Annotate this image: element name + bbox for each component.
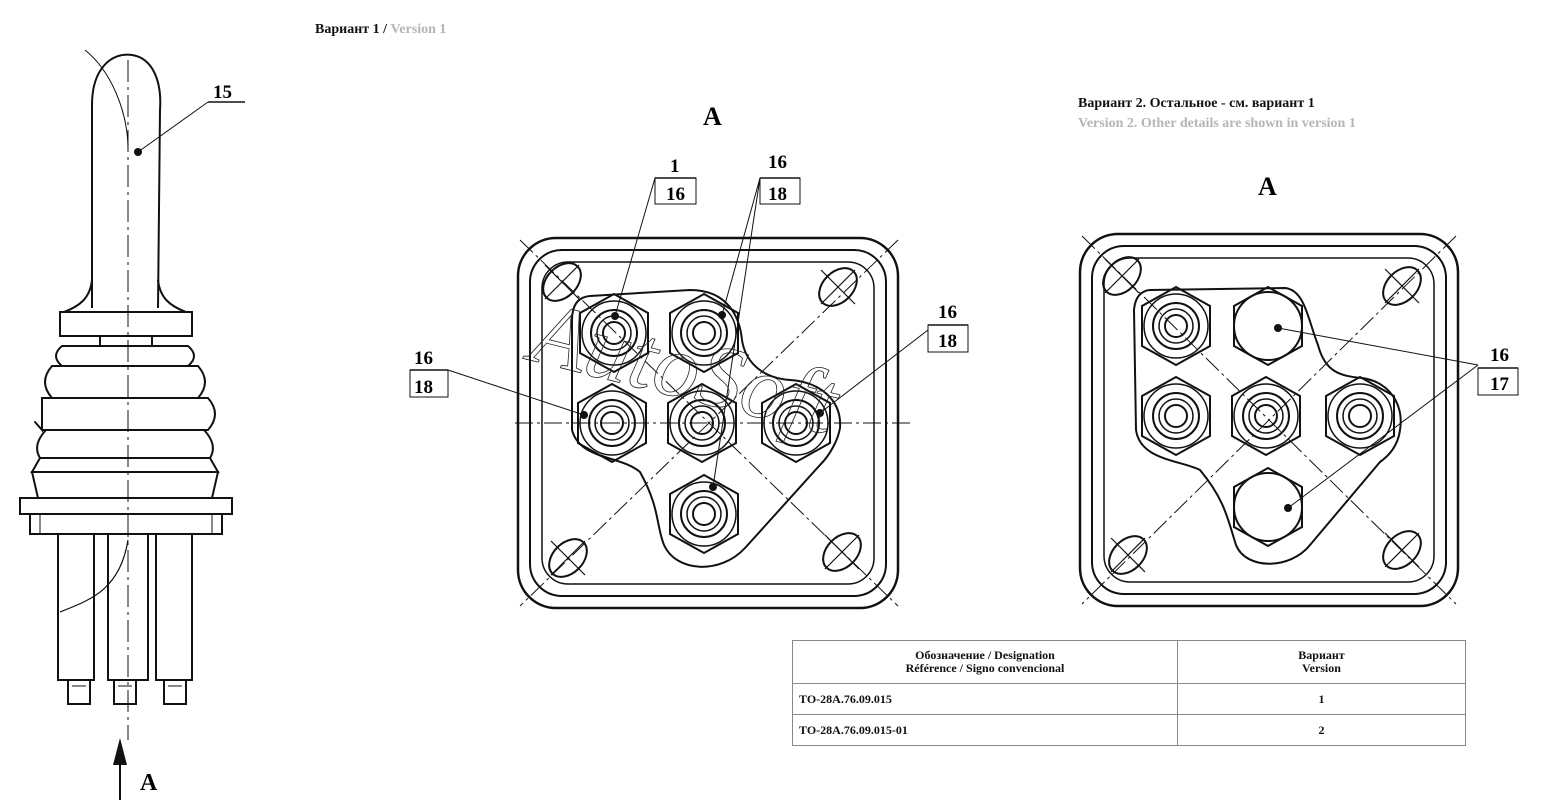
variant1-title-ru: Вариант 1 / <box>315 22 391 37</box>
table-header-row: Обозначение / Designation Référence / Si… <box>792 640 1466 684</box>
callout-16-top-label: 16 <box>768 152 787 173</box>
designation-cell: ТО-28А.76.09.015 <box>792 683 1178 715</box>
table-row: ТО-28А.76.09.015 1 <box>792 683 1466 715</box>
variant2-title-en: Version 2. Other details are shown in ve… <box>1078 116 1356 131</box>
designation-table: Обозначение / Designation Référence / Si… <box>792 640 1466 746</box>
version-header: Вариант Version <box>1177 640 1466 684</box>
callout-18-top-label: 18 <box>768 184 787 205</box>
callout-16-left-label: 16 <box>414 348 433 369</box>
variant1-title: Вариант 1 / Version 1 <box>315 22 446 38</box>
designation-cell: ТО-28А.76.09.015-01 <box>792 714 1178 746</box>
callout-16-right-label: 16 <box>938 302 957 323</box>
joystick-side-view <box>19 49 233 740</box>
version-cell: 2 <box>1177 714 1466 746</box>
version-cell: 1 <box>1177 683 1466 715</box>
handle-outline <box>91 53 162 309</box>
arrow-a-label: A <box>140 770 158 796</box>
callout-16-18-top <box>759 177 801 205</box>
callout-17-v2-label: 17 <box>1490 374 1510 395</box>
callout-1-label: 1 <box>670 156 680 177</box>
callout-16-17 <box>1477 367 1519 396</box>
view-a-title-v1: A <box>703 102 722 131</box>
callout-16-v2-label: 16 <box>1490 345 1509 366</box>
callout-16-18-right <box>927 324 969 353</box>
variant2-title-ru: Вариант 2. Остальное - см. вариант 1 <box>1078 96 1315 111</box>
variant1-title-en: Version 1 <box>390 22 447 37</box>
designation-header: Обозначение / Designation Référence / Si… <box>792 640 1178 684</box>
view-a-version1 <box>447 177 929 610</box>
callout-18-left-label: 18 <box>414 377 433 398</box>
callout-1-16 <box>654 177 697 205</box>
view-arrow-a <box>113 738 127 800</box>
view-a-version2 <box>1078 232 1479 608</box>
callout-18-right-label: 18 <box>938 331 957 352</box>
callout-1-16-label: 16 <box>666 184 685 205</box>
callout-15-label: 15 <box>213 82 232 103</box>
table-row: ТО-28А.76.09.015-01 2 <box>792 714 1466 746</box>
view-a-title-v2: A <box>1258 172 1277 201</box>
callout-16-18-left <box>409 369 449 398</box>
callout-15 <box>134 101 245 156</box>
